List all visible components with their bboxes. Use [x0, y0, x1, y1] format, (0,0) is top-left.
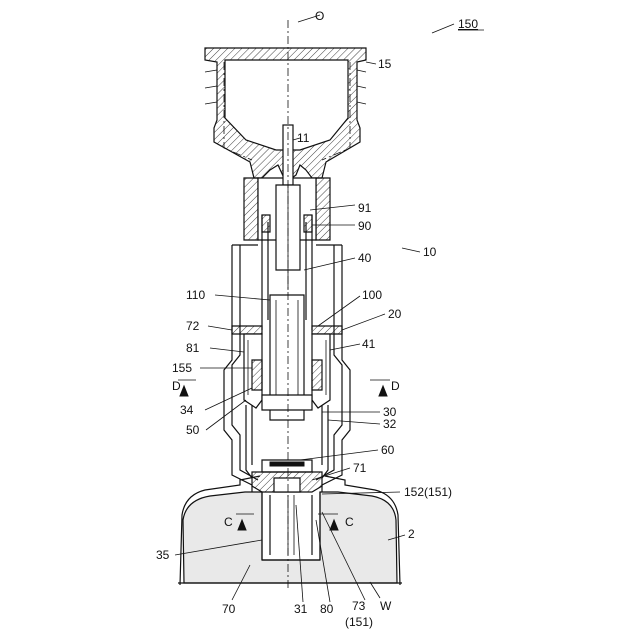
section-d-left: D	[172, 379, 181, 393]
section-d-right: D	[391, 379, 400, 393]
label-15: 15	[378, 57, 392, 71]
label-10: 10	[423, 245, 437, 259]
label-11: 11	[297, 131, 310, 145]
label-80: 80	[320, 602, 334, 616]
label-31: 31	[294, 602, 308, 616]
label-73: 73	[352, 599, 366, 613]
label-91: 91	[358, 201, 372, 215]
label-110: 110	[186, 288, 205, 302]
label-100: 100	[362, 288, 382, 302]
axis-label-o: O	[315, 9, 324, 23]
label-w: W	[380, 599, 392, 613]
label-34: 34	[180, 403, 194, 417]
label-155: 155	[172, 361, 192, 375]
label-152-151: 152(151)	[404, 485, 452, 499]
label-60: 60	[381, 443, 395, 457]
label-35: 35	[156, 548, 170, 562]
label-73-151: (151)	[345, 615, 373, 629]
label-70: 70	[222, 602, 236, 616]
label-72: 72	[186, 319, 200, 333]
section-c-right: C	[345, 515, 354, 529]
label-50: 50	[186, 423, 200, 437]
label-41: 41	[362, 337, 376, 351]
label-32: 32	[383, 417, 397, 431]
section-c-left: C	[224, 515, 233, 529]
label-40: 40	[358, 251, 372, 265]
label-150: 150	[458, 17, 478, 31]
label-2: 2	[408, 527, 415, 541]
label-81: 81	[186, 341, 200, 355]
tube-35	[262, 492, 320, 560]
plunger-60	[252, 460, 322, 492]
label-20: 20	[388, 307, 402, 321]
label-71: 71	[353, 461, 367, 475]
label-90: 90	[358, 219, 372, 233]
